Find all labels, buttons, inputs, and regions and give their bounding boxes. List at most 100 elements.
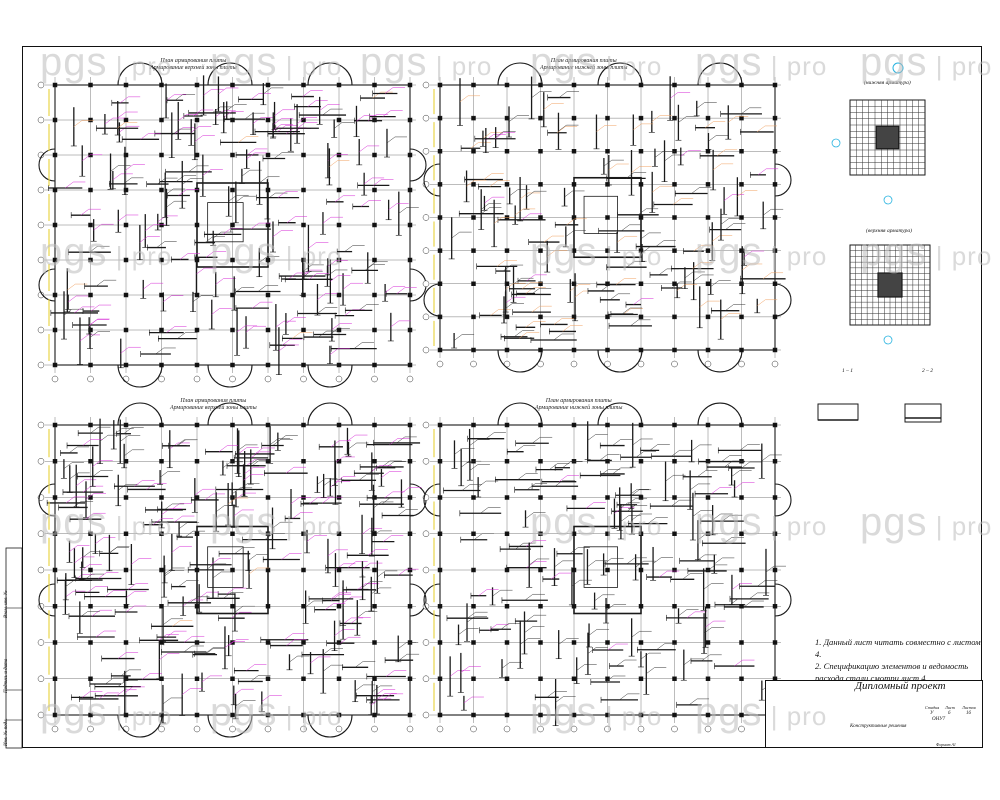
leader-line [517,473,526,480]
leader-line [192,295,202,302]
leader-line [322,496,331,504]
watermark-suffix: | pro [107,241,173,271]
leader-line [401,487,410,494]
leader-line [493,217,503,224]
bay-window-arc [774,483,792,517]
leader-line [124,449,133,457]
leader-line [248,567,258,575]
leader-line [459,95,469,103]
leader-line [90,426,99,434]
leader-line [526,274,535,282]
axis-bubble [371,375,378,383]
axis-bubble [37,256,45,264]
leader-line [275,320,285,328]
leader-line [281,553,290,560]
column [638,422,644,428]
axis-bubble [406,375,414,383]
leader-line [308,242,317,249]
leader-line [65,496,75,504]
leader-line [708,135,717,142]
leader-line [236,325,246,333]
leader-line [198,591,208,599]
column [605,712,610,718]
axis-bubble [436,725,444,733]
leader-line [761,454,770,462]
axis-bubble [470,725,477,733]
leader-line [246,459,255,466]
column [504,248,510,253]
column [772,604,778,609]
leader-line [259,256,268,263]
column [336,82,342,88]
bay-window-arc [497,349,543,373]
leader-line [547,250,556,257]
leader-line [212,571,222,579]
column [372,459,377,464]
leader-line [607,643,617,651]
leader-line [226,587,235,595]
column [538,459,543,464]
column [538,676,543,681]
leader-line [297,122,306,129]
watermark: pgs | pro [530,230,662,275]
leader-line [651,115,660,122]
column [372,712,377,718]
watermark-brand: pgs [530,500,598,544]
column [301,362,306,368]
leader-line [585,502,595,509]
leader-line [80,208,89,216]
column [504,149,510,154]
leader-line [562,461,571,468]
axis-marker [883,195,893,205]
axis-bubble [51,375,59,383]
column [504,676,510,681]
leader-line [143,282,152,290]
column [230,187,235,193]
leader-line [95,537,104,544]
column [772,314,778,320]
column [672,459,677,464]
axis-bubble [422,280,430,287]
leader-line [163,503,173,511]
axis-bubble [637,360,645,368]
leader-line [131,558,140,565]
column [194,459,200,464]
leader-line [652,185,661,193]
column [88,82,93,88]
leader-line [558,124,567,132]
column [407,257,413,263]
leader-line [526,483,536,490]
column [739,422,744,428]
leader-line [658,268,667,276]
leader-line [89,331,99,338]
leader-line [574,290,584,298]
leader-line [85,513,94,520]
axis-bubble [300,375,307,383]
leader-line [495,131,504,138]
column [471,567,476,573]
column [571,347,577,353]
leader-line [363,177,373,185]
watermark-brand: pgs [695,40,763,84]
column [605,567,610,573]
leader-line [342,282,352,290]
leader-line [480,507,489,514]
leader-line [235,195,244,203]
watermark: pgs | pro [860,40,992,85]
column [265,712,271,718]
column [739,215,744,220]
title-block [765,680,983,748]
column [437,567,443,573]
leader-line [82,439,91,446]
leader-line [749,592,758,600]
column [301,712,306,718]
leader-line [665,475,674,482]
leader-line [488,624,498,631]
leader-line [631,513,641,521]
column [437,115,443,121]
column [638,640,644,645]
leader-line [614,507,623,514]
leader-line [466,179,475,187]
column [605,531,610,536]
leader-line [731,470,740,477]
